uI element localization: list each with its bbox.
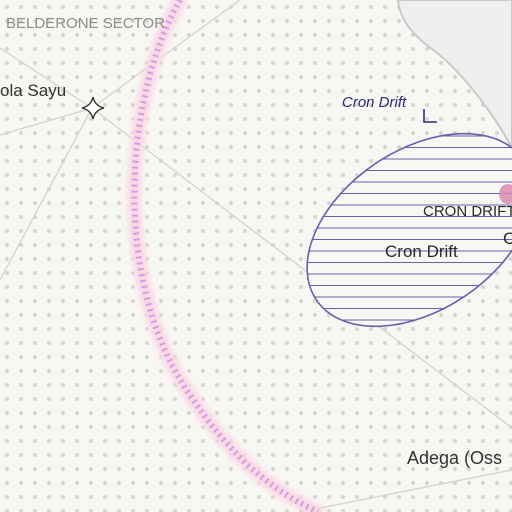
system-label[interactable]: ola Sayu [0, 81, 66, 100]
pink-marker [499, 184, 512, 204]
hyperlane [0, 107, 93, 281]
sector-label: BELDERONE SECTOR [6, 15, 165, 32]
region-outline [306, 132, 512, 328]
region-label-regular: Cron Drift [385, 242, 458, 261]
territory-border [127, 0, 325, 512]
hyperlane [0, 47, 93, 109]
hyperlane [0, 107, 93, 136]
region-label-upper: CRON DRIFT [423, 203, 512, 220]
region-label-partial: C [503, 229, 512, 248]
hyperlane [299, 469, 512, 512]
hyperlane [91, 107, 512, 429]
unexplored-area [396, 0, 512, 149]
region-label-italic[interactable]: Cron Drift [342, 94, 407, 111]
system-label[interactable]: Adega (Oss [407, 448, 502, 468]
four-point-star-icon[interactable] [81, 96, 105, 120]
region-anchor-tick [423, 109, 437, 123]
hyperlane [91, 0, 241, 109]
